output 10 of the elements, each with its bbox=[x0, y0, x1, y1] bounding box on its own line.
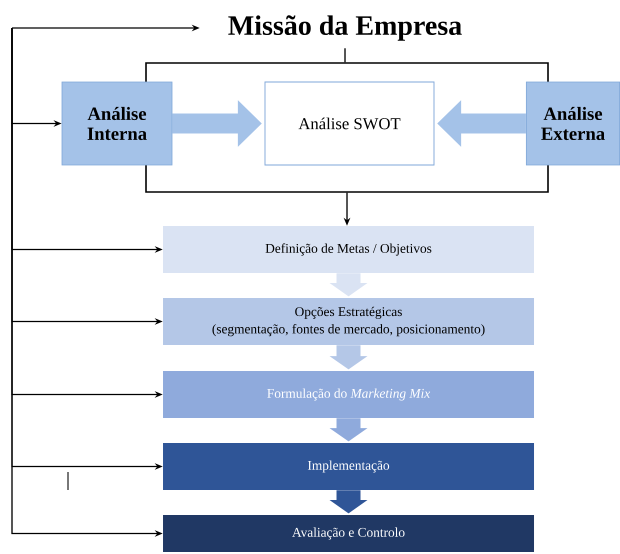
title-text: Missão da Empresa bbox=[228, 15, 462, 41]
analysis-box: Análise Interna bbox=[62, 82, 172, 166]
analysis-box: Análise Externa bbox=[526, 82, 620, 166]
step-box: Formulação do Marketing Mix bbox=[163, 371, 534, 418]
step-box: Opções Estratégicas (segmentação, fontes de mercado, posicionamento) bbox=[163, 298, 534, 345]
step-box: Implementação bbox=[163, 443, 534, 490]
step-box: Avaliação e Controlo bbox=[163, 515, 534, 552]
connector-line bbox=[344, 48, 346, 62]
step-box: Definição de Metas / Objetivos bbox=[163, 226, 534, 273]
process-box: Análise SWOT bbox=[264, 82, 434, 166]
